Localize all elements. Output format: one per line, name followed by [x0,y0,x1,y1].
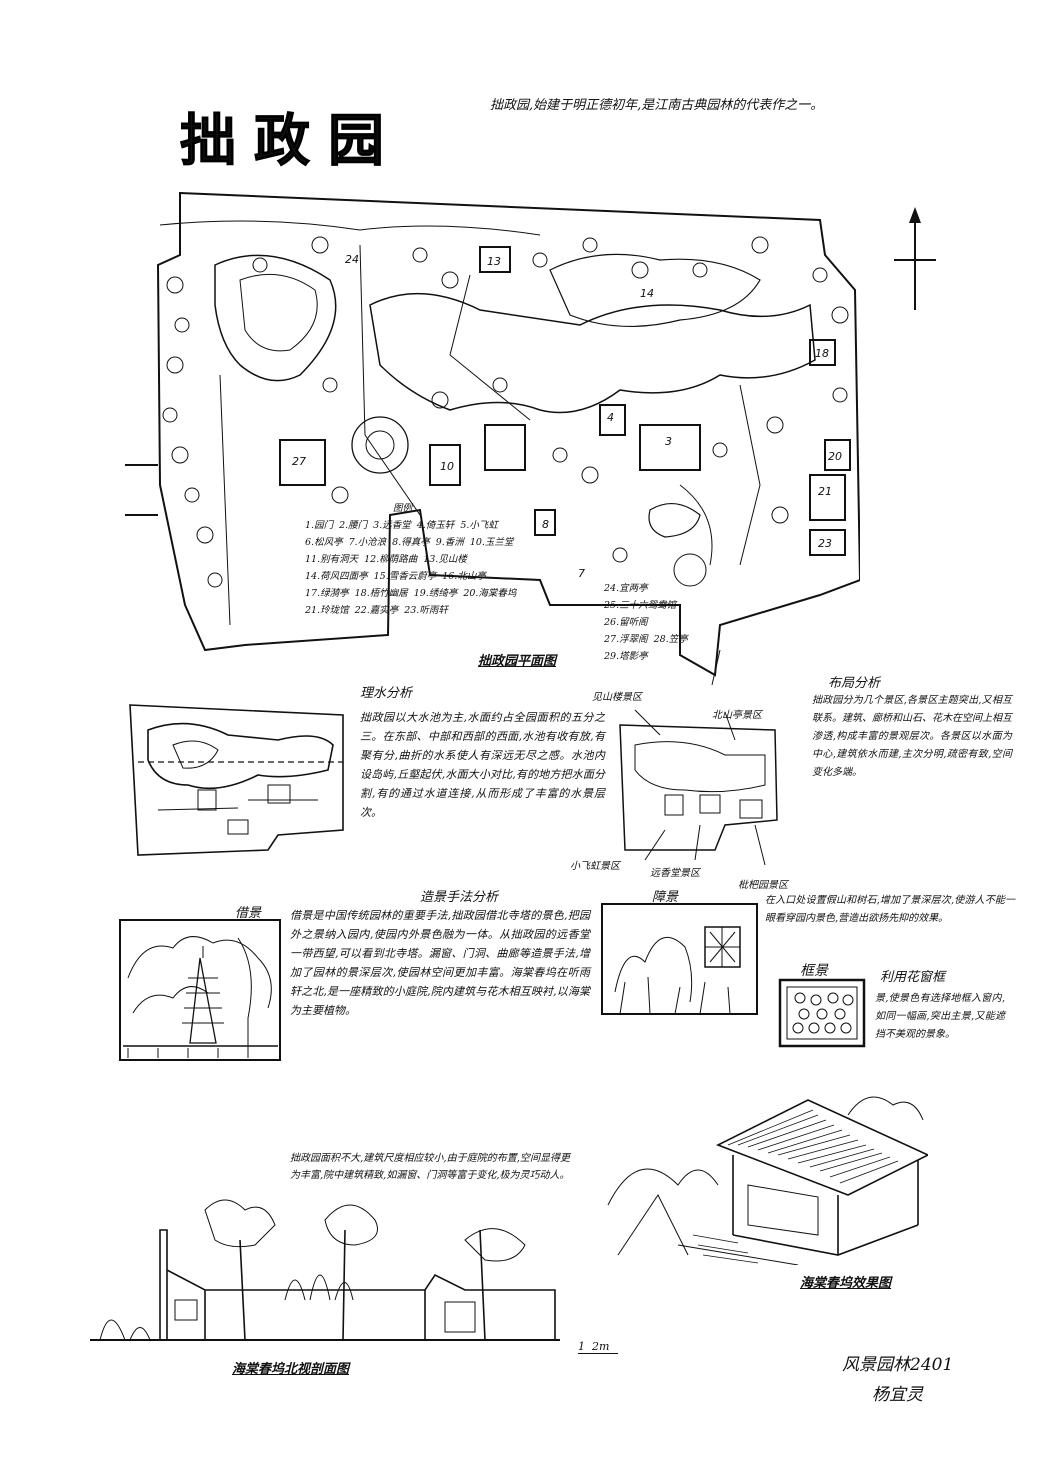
plan-number: 14 [640,287,654,300]
plan-number: 13 [487,255,501,268]
water-analysis-diagram [129,704,344,856]
section-caption: 海棠春坞北视剖面图 [232,1362,350,1377]
legend-item: 4.倚玉轩 [416,520,455,531]
water-text: 拙政园以大水池为主,水面约占全园面积的五分之三。在东部、中部和西部的西面,水池有… [360,711,605,819]
legend-item: 26.留听阁 [604,617,648,628]
plan-number: 24 [345,253,359,266]
plan-number: 7 [578,567,585,580]
water-heading: 理水分析 [360,686,413,701]
frame-text: 景,使景色有选择地框入窗内,如同一幅画,突出主景,又能遮挡不美观的景象。 [875,993,1005,1040]
frame-heading: 利用花窗框 [880,970,946,985]
plan-number: 18 [815,347,829,360]
perspective-caption: 海棠春坞效果图 [800,1276,892,1291]
plan-number: 10 [440,460,454,473]
master-plan-drawing: 3 4 10 13 14 18 20 21 23 24 27 8 7 [125,191,860,685]
legend-item: 24.宜两亭 [604,583,648,594]
scale-bar: 1 2m [578,1340,618,1354]
legend-item: 6.松风亭 [305,537,343,548]
legend-list-2: 24.宜两亭 25.三十六鸳鸯馆 26.留听阁 27.浮翠阁 28.笠亭 29.塔影亭 [604,580,694,665]
plan-number: 27 [292,455,306,468]
legend-item: 25.三十六鸳鸯馆 [604,600,677,611]
legend-item: 12.柳荫路曲 [364,554,418,565]
zone-label-yuanxiangtang: 远香堂景区 [650,868,700,879]
plan-number: 20 [828,450,842,463]
legend-item: 21.玲珑馆 [305,605,349,616]
borrowed-scenery-sketch [119,919,281,1061]
legend-item: 8.得真亭 [392,537,430,548]
layout-heading: 布局分析 [828,676,881,691]
legend-item: 9.香洲 [435,537,464,548]
zone-label-beishanting: 北山亭景区 [712,710,762,721]
legend-item: 15.雪香云蔚亭 [373,571,437,582]
legend-title: 图例 [392,503,412,514]
zone-label-jianshanlou: 见山楼景区 [592,692,642,703]
legend-item: 23.听雨轩 [404,605,448,616]
legend-item: 13.见山楼 [423,554,467,565]
obstructed-view-sketch [601,903,758,1015]
courtyard-text: 拙政园面积不大,建筑尺度相应较小,由于庭院的布置,空间显得更为丰富,院中建筑精致… [290,1153,570,1181]
legend-item: 14.荷风四面亭 [305,571,368,582]
legend-item: 17.绿漪亭 [305,588,349,599]
intro-text: 拙政园,始建于明正德初年,是江南古典园林的代表作之一。 [490,98,824,113]
north-arrow-icon [894,207,936,310]
lattice-label: 障景 [652,890,679,905]
plan-number: 23 [818,537,832,550]
layout-text: 拙政园分为几个景区,各景区主题突出,又相互联系。建筑、廊桥和山石、花木在空间上相… [812,695,1012,778]
legend-list: 1.园门 2.腰门 3.远香堂 4.倚玉轩 5.小飞虹 6.松风亭 7.小沧浪 8.得真亭 9.… [305,517,540,619]
legend-item: 10.玉兰堂 [469,537,514,548]
borrow-heading: 造景手法分析 [420,890,499,905]
legend-item: 18.梧竹幽居 [354,588,408,599]
legend-item: 29.塔影亭 [604,651,648,662]
plan-number: 21 [818,485,832,498]
legend-item: 5.小飞虹 [460,520,498,531]
plan-number: 4 [607,411,614,424]
section-elevation-drawing [90,1199,560,1341]
zone-label-xiaofeihong: 小飞虹景区 [570,861,620,872]
legend-item: 3.远香堂 [373,520,411,531]
legend-item: 27.浮翠阁 [604,634,648,645]
legend-item: 20.海棠春坞 [463,588,517,599]
plan-number: 8 [542,518,549,531]
borrow-label: 借景 [235,906,262,921]
lattice-text: 在入口处设置假山和树石,增加了景深层次,使游人不能一眼看穿园内景色,营造出欲扬先… [765,895,1015,924]
frame-label: 框景 [800,963,828,979]
legend-item: 11.别有洞天 [305,554,359,565]
page-title: 拙政园 [180,108,402,175]
legend-item: 28.笠亭 [653,634,688,645]
plan-number: 3 [665,435,672,448]
signature-name: 杨宜灵 [872,1385,923,1405]
zone-label-pipayuan: 枇杷园景区 [738,880,788,891]
perspective-drawing [607,1096,928,1265]
scenic-zones-diagram [619,709,778,865]
legend-item: 7.小沧浪 [348,537,387,548]
signature-class: 风景园林2401 [842,1355,954,1375]
legend-item: 22.嘉实亭 [354,605,399,616]
legend-item: 16.北山亭 [442,571,486,582]
borrow-text: 借景是中国传统园林的重要手法,拙政园借北寺塔的景色,把园外之景纳入园内,使园内外… [290,909,590,1017]
plan-legend-2: 24.宜两亭 25.三十六鸳鸯馆 26.留听阁 27.浮翠阁 28.笠亭 29.塔影亭 [604,580,694,665]
plan-caption: 拙政园平面图 [478,654,557,669]
lattice-window-sketch [778,978,866,1048]
legend-item: 2.腰门 [339,520,368,531]
plan-legend: 图例 1.园门 2.腰门 3.远香堂 4.倚玉轩 5.小飞虹 6.松风亭 7.小沧浪 8.得真… [305,500,540,619]
legend-item: 19.绣绮亭 [413,588,458,599]
legend-item: 1.园门 [305,520,334,531]
